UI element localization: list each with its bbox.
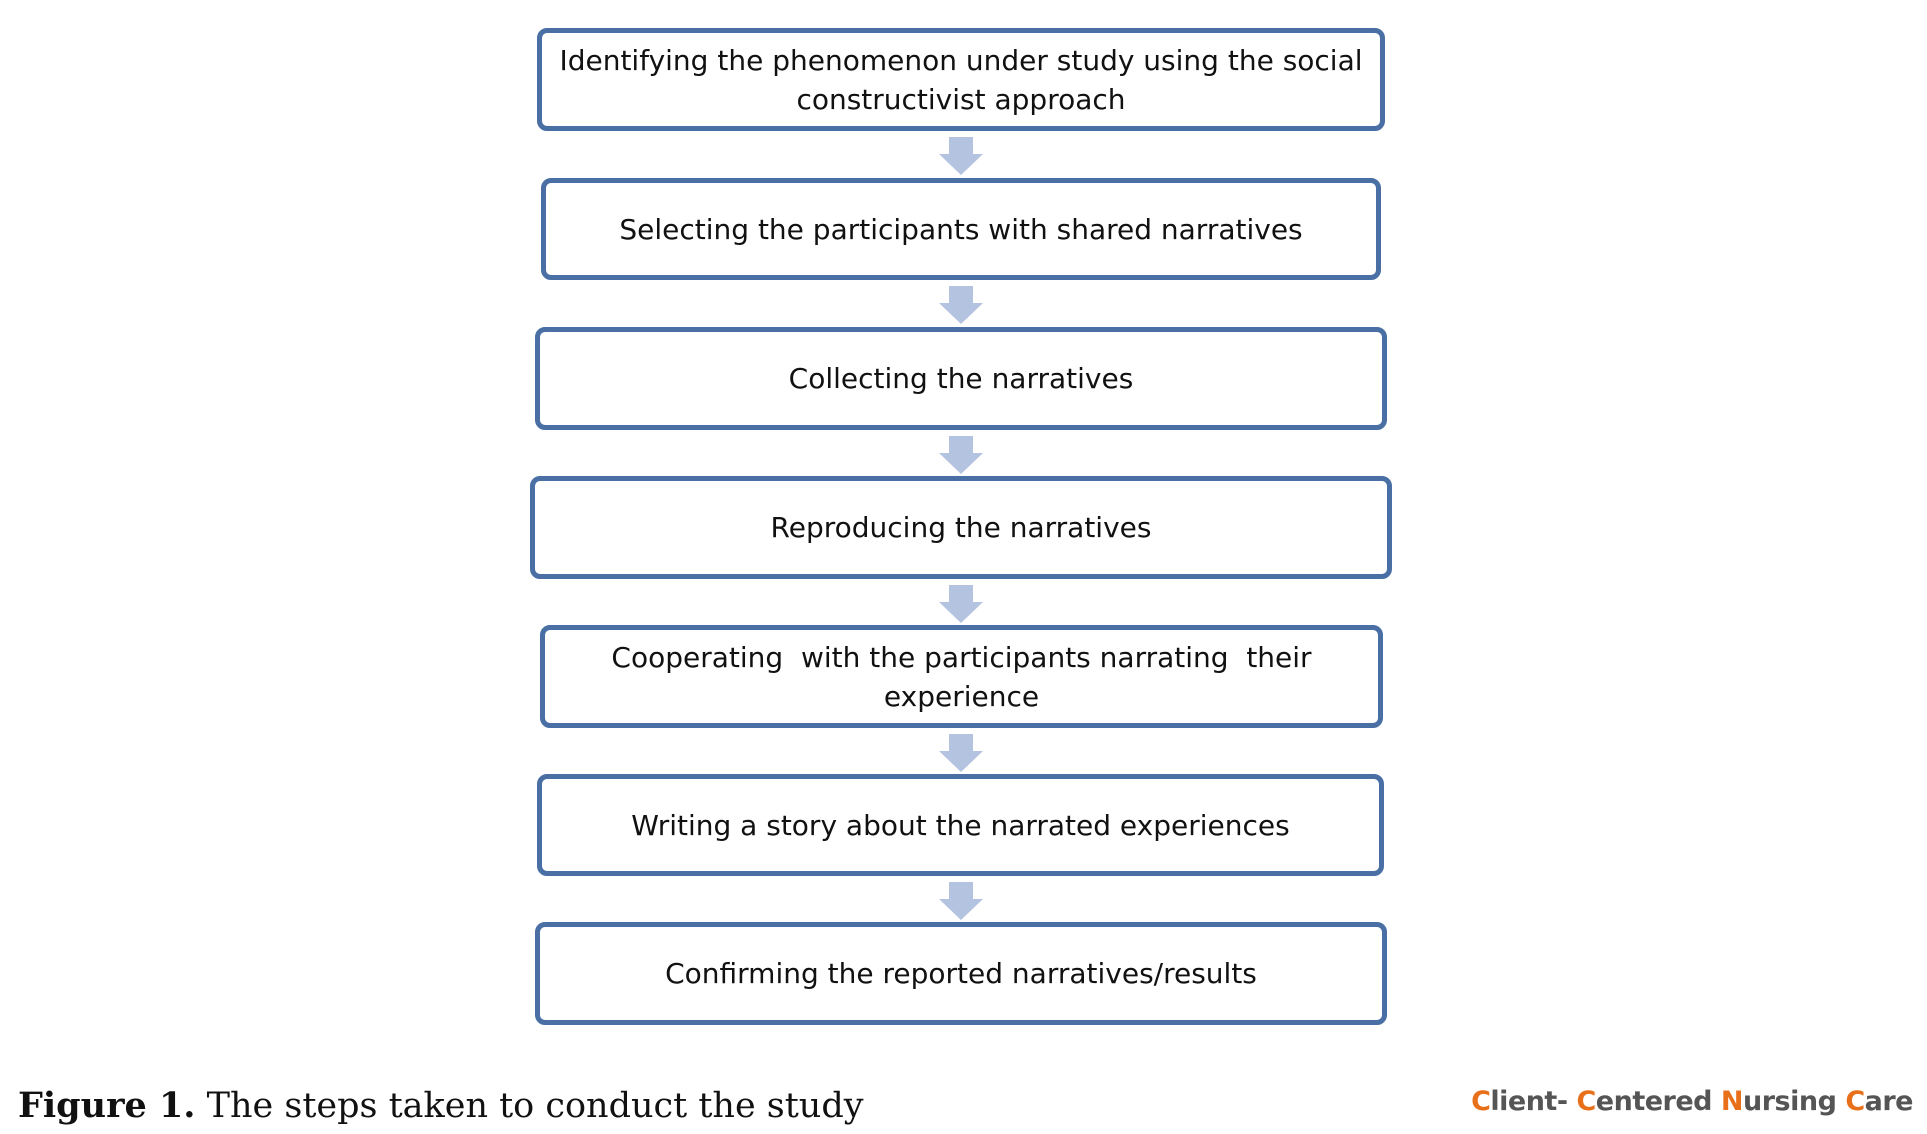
down-arrow-icon	[939, 882, 983, 920]
down-arrow-icon	[939, 734, 983, 772]
step-label-6: Writing a story about the narrated exper…	[631, 808, 1290, 842]
step-label-4: Reproducing the narratives	[770, 511, 1152, 544]
figure-caption: Figure 1. The steps taken to conduct the…	[18, 1085, 864, 1126]
down-arrow-icon	[939, 585, 983, 623]
step-label-5: Cooperating with the participants narrat…	[611, 640, 1321, 713]
step-label-7: Confirming the reported narratives/resul…	[665, 957, 1257, 990]
step-label-3: Collecting the narratives	[788, 362, 1134, 395]
journal-brand-logo: Client- Centered Nursing Care	[1471, 1086, 1913, 1117]
step-box-3: Collecting the narratives	[535, 327, 1387, 430]
down-arrow-icon	[939, 286, 983, 324]
flowchart: Identifying the phenomenon under study u…	[530, 28, 1392, 1025]
down-arrow-icon	[939, 137, 983, 175]
step-box-6: Writing a story about the narrated exper…	[537, 774, 1384, 876]
step-box-1: Identifying the phenomenon under study u…	[537, 28, 1385, 131]
step-box-2: Selecting the participants with shared n…	[541, 178, 1381, 280]
step-box-4: Reproducing the narratives	[530, 476, 1392, 579]
step-box-5: Cooperating with the participants narrat…	[540, 625, 1383, 728]
step-label-1: Identifying the phenomenon under study u…	[559, 43, 1372, 116]
step-box-7: Confirming the reported narratives/resul…	[535, 922, 1387, 1025]
down-arrow-icon	[939, 436, 983, 474]
figure-caption-text: The steps taken to conduct the study	[206, 1086, 864, 1126]
step-label-2: Selecting the participants with shared n…	[619, 212, 1303, 246]
figure-caption-label: Figure 1.	[18, 1085, 196, 1126]
